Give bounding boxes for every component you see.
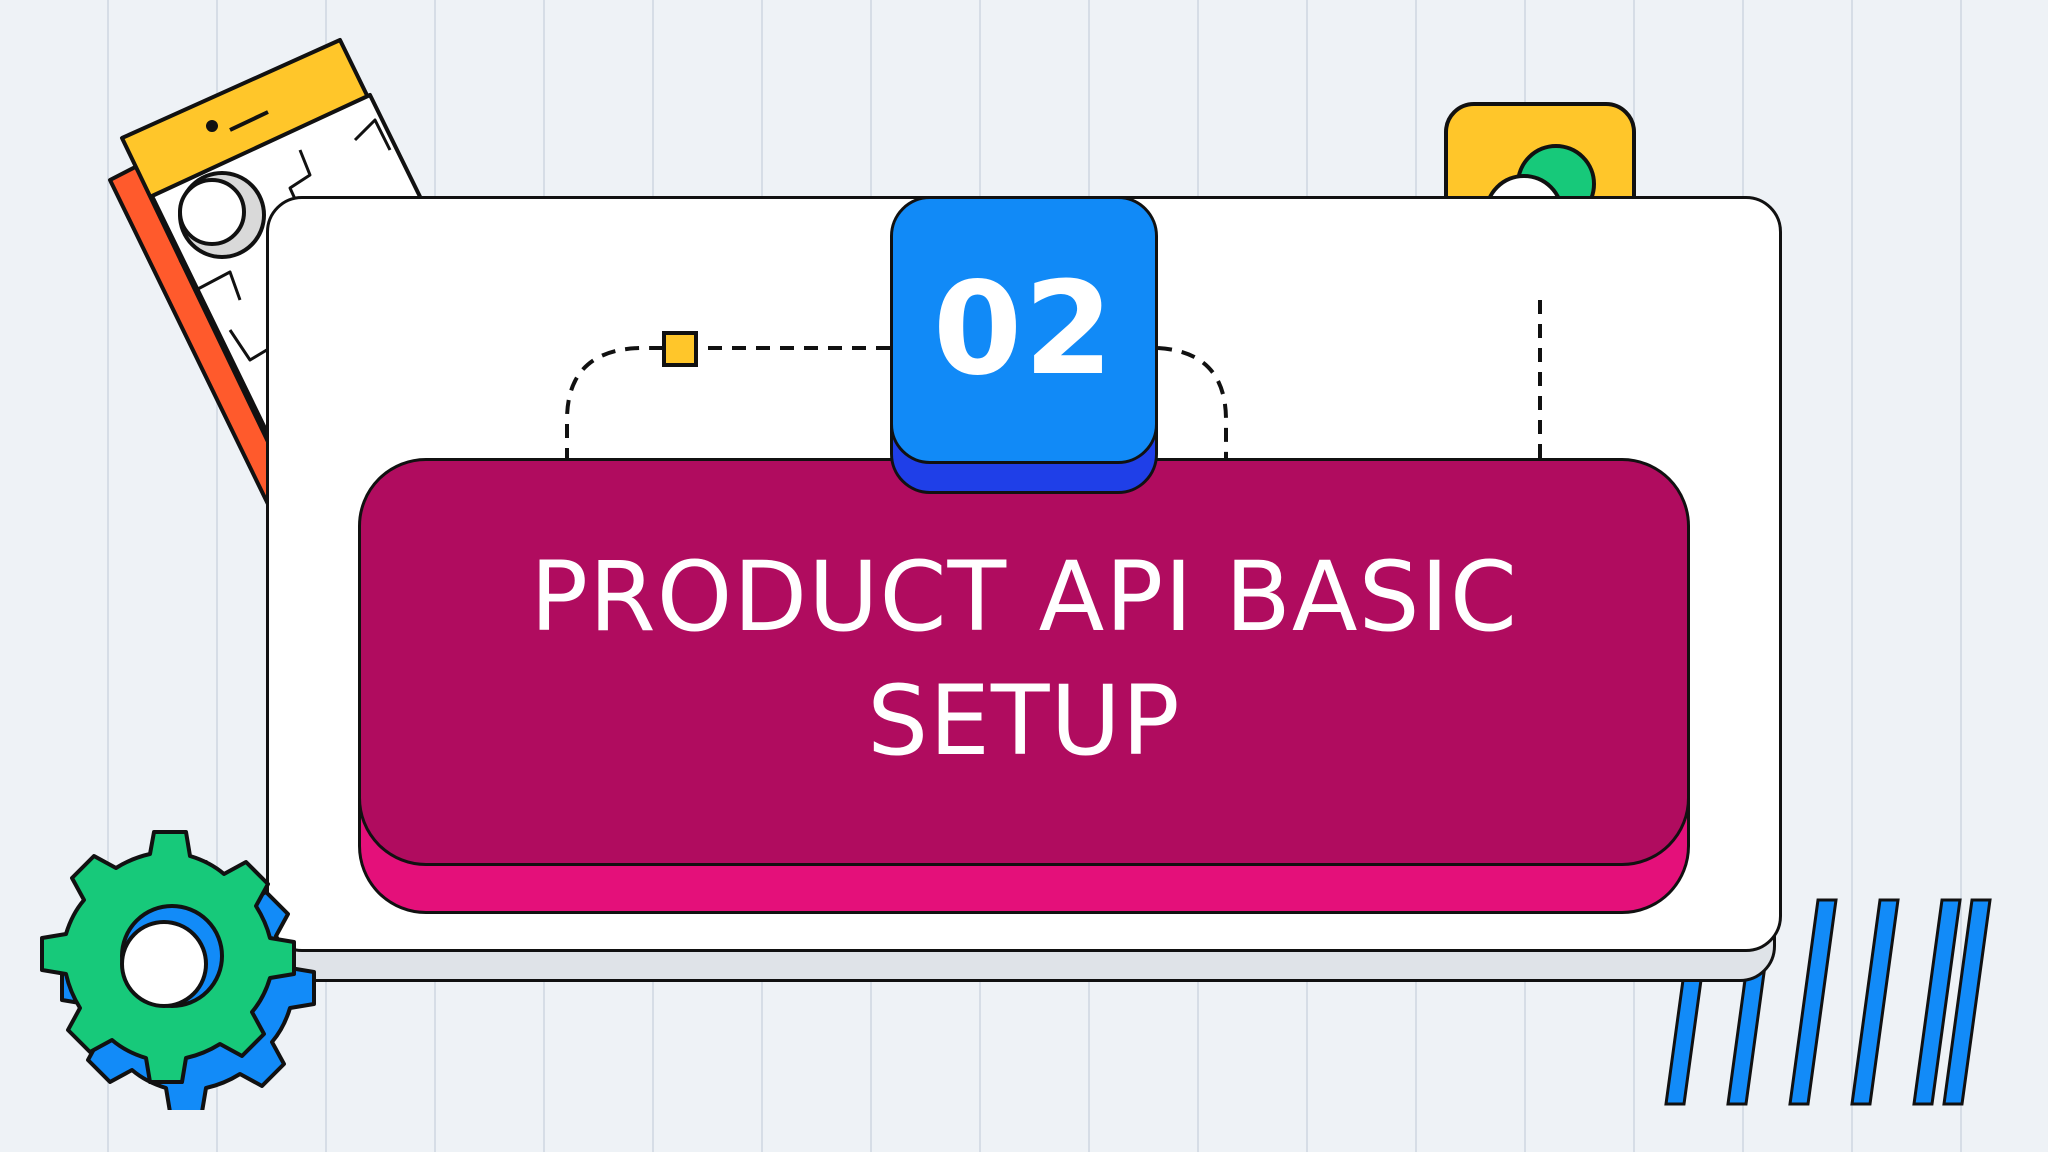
title-line-2: SETUP xyxy=(867,665,1181,777)
section-number: 02 xyxy=(932,254,1116,404)
title-banner: PRODUCT API BASIC SETUP xyxy=(358,458,1690,866)
connector-node xyxy=(662,331,698,367)
slide-title: PRODUCT API BASIC SETUP xyxy=(530,535,1518,783)
number-badge: 02 xyxy=(890,196,1158,464)
title-line-1: PRODUCT API BASIC xyxy=(530,541,1518,653)
gear-icon xyxy=(40,830,316,1110)
